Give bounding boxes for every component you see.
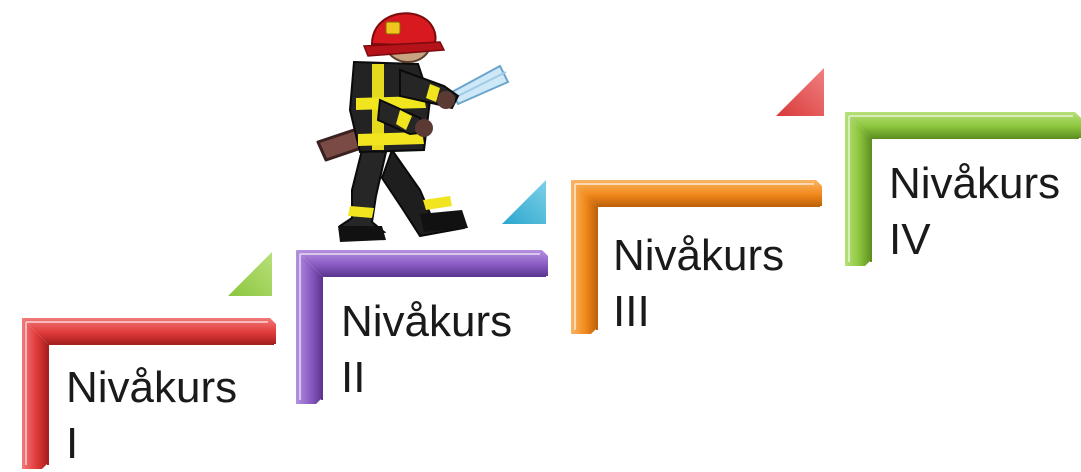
step-label-1: Nivåkurs I <box>66 360 237 472</box>
step-level: I <box>66 416 237 472</box>
corner-arrow-2 <box>502 180 546 224</box>
step-label-2: Nivåkurs II <box>341 294 512 406</box>
corner-arrow-1 <box>228 252 272 296</box>
firefighter-icon <box>318 13 508 242</box>
step-title: Nivåkurs <box>341 294 512 350</box>
step-level: II <box>341 350 512 406</box>
step-label-3: Nivåkurs III <box>613 228 784 340</box>
step-title: Nivåkurs <box>66 360 237 416</box>
step-level: IV <box>889 212 1060 268</box>
step-level: III <box>613 284 784 340</box>
step-title: Nivåkurs <box>613 228 784 284</box>
corner-arrow-3 <box>776 68 824 116</box>
step-label-4: Nivåkurs IV <box>889 156 1060 268</box>
step-title: Nivåkurs <box>889 156 1060 212</box>
